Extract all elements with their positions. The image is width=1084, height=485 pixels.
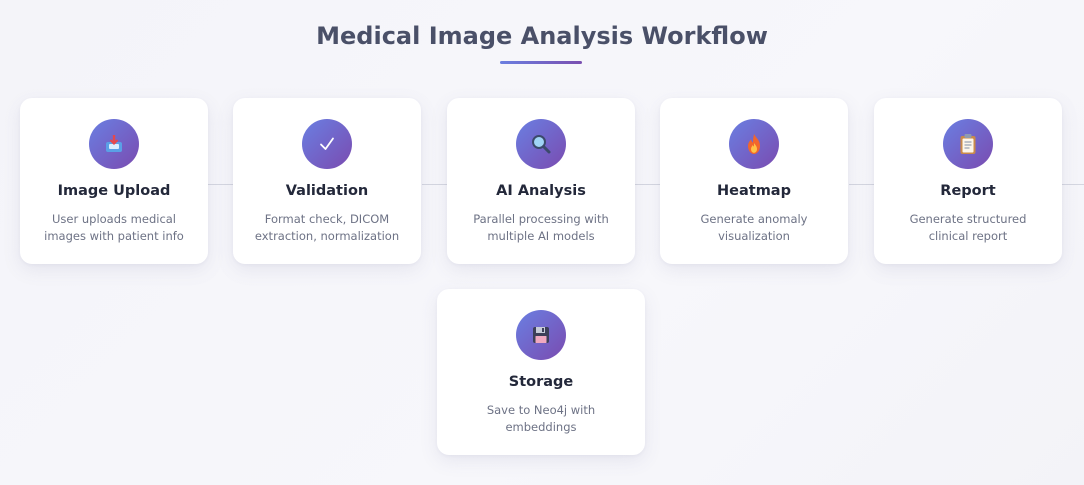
step-title: AI Analysis xyxy=(496,183,586,199)
step-title: Heatmap xyxy=(717,183,791,199)
step-description: Save to Neo4j with embeddings xyxy=(486,403,596,434)
fire-icon xyxy=(729,119,779,169)
step-card-heatmap: Heatmap Generate anomaly visualization xyxy=(660,98,848,264)
step-title: Storage xyxy=(508,374,574,390)
clipboard-icon xyxy=(943,119,993,169)
step-description: Format check, DICOM extraction, normaliz… xyxy=(254,212,400,243)
step-title: Report xyxy=(940,183,996,199)
step-description: Parallel processing with multiple AI mod… xyxy=(473,212,609,243)
step-card-image-upload: Image Upload User uploads medical images… xyxy=(20,98,208,264)
step-description: Generate structured clinical report xyxy=(909,212,1027,243)
title-underline xyxy=(500,61,582,64)
inbox-tray-icon xyxy=(89,119,139,169)
connector-line xyxy=(635,184,660,185)
checkmark-icon xyxy=(302,119,352,169)
step-card-report: Report Generate structured clinical repo… xyxy=(874,98,1062,264)
page-title: Medical Image Analysis Workflow xyxy=(316,22,768,50)
step-title: Validation xyxy=(285,183,369,199)
step-description: User uploads medical images with patient… xyxy=(44,212,184,243)
floppy-disk-icon xyxy=(516,310,566,360)
step-card-ai-analysis: AI Analysis Parallel processing with mul… xyxy=(447,98,635,264)
step-card-validation: Validation Format check, DICOM extractio… xyxy=(233,98,421,264)
step-description: Generate anomaly visualization xyxy=(700,212,808,243)
step-card-storage: Storage Save to Neo4j with embeddings xyxy=(437,289,645,455)
connector-line xyxy=(208,184,233,185)
connector-line xyxy=(1062,184,1084,185)
connector-line xyxy=(422,184,447,185)
connector-line xyxy=(849,184,874,185)
magnifier-icon xyxy=(516,119,566,169)
step-title: Image Upload xyxy=(57,183,171,199)
